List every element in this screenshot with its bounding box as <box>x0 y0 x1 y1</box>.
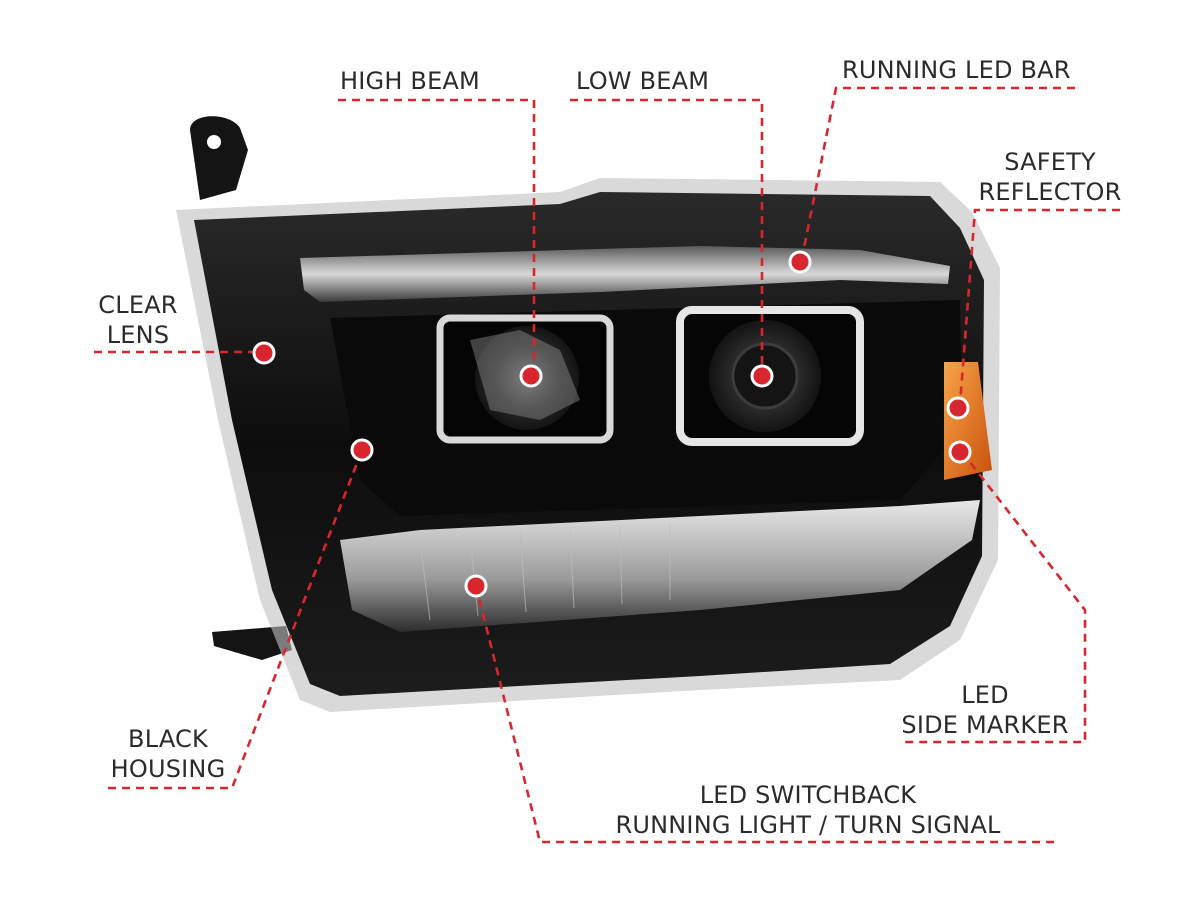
callout-lines <box>94 86 1120 844</box>
label-clear-lens-line2: LENS <box>106 321 170 349</box>
callout-line-high-beam <box>338 98 536 372</box>
callout-dot-black-housing <box>350 438 374 462</box>
label-safety-reflector: SAFETY REFLECTOR <box>975 147 1125 207</box>
callout-line-safety-reflector <box>958 208 1120 405</box>
label-switchback: LED SWITCHBACK RUNNING LIGHT / TURN SIGN… <box>598 780 1018 840</box>
label-high-beam-text: HIGH BEAM <box>340 67 480 95</box>
label-black-housing-line2: HOUSING <box>110 755 226 783</box>
callout-dot-high-beam <box>519 364 543 388</box>
label-safety-reflector-line1: SAFETY <box>1004 148 1096 176</box>
label-led-side-marker: LED SIDE MARKER <box>895 680 1075 740</box>
label-switchback-line1: LED SWITCHBACK <box>699 781 917 809</box>
callout-dot-switchback <box>464 574 488 598</box>
label-black-housing-line1: BLACK <box>128 725 208 753</box>
callout-dot-running-led-bar <box>788 250 812 274</box>
callout-dot-led-side-marker <box>948 440 972 464</box>
callout-dots <box>252 250 972 598</box>
label-black-housing: BLACK HOUSING <box>100 724 236 784</box>
mounting-tab-bottom <box>212 626 292 660</box>
callout-line-switchback <box>474 585 1060 844</box>
callout-line-led-side-marker <box>900 451 1087 744</box>
label-low-beam-text: LOW BEAM <box>576 67 710 95</box>
label-clear-lens-line1: CLEAR <box>98 291 178 319</box>
callout-dot-safety-reflector <box>946 396 970 420</box>
callout-line-black-housing <box>108 449 364 790</box>
label-clear-lens: CLEAR LENS <box>88 290 188 350</box>
inner-bezel <box>330 300 962 516</box>
label-switchback-line2: RUNNING LIGHT / TURN SIGNAL <box>615 811 1001 839</box>
callout-dot-low-beam <box>750 364 774 388</box>
label-led-side-marker-line1: LED <box>961 681 1009 709</box>
label-high-beam: HIGH BEAM <box>340 66 480 96</box>
led-switchback-strip <box>340 500 980 632</box>
label-safety-reflector-line2: REFLECTOR <box>978 178 1122 206</box>
running-led-bar <box>300 246 950 302</box>
label-low-beam: LOW BEAM <box>576 66 709 96</box>
label-running-led-bar: RUNNING LED BAR <box>842 55 1071 85</box>
callout-line-low-beam <box>570 98 764 372</box>
mounting-tab-top <box>190 116 248 200</box>
callout-dot-clear-lens <box>252 341 276 365</box>
label-led-side-marker-line2: SIDE MARKER <box>901 711 1069 739</box>
callout-line-running-led-bar <box>800 86 1075 259</box>
label-running-led-bar-text: RUNNING LED BAR <box>842 56 1071 84</box>
